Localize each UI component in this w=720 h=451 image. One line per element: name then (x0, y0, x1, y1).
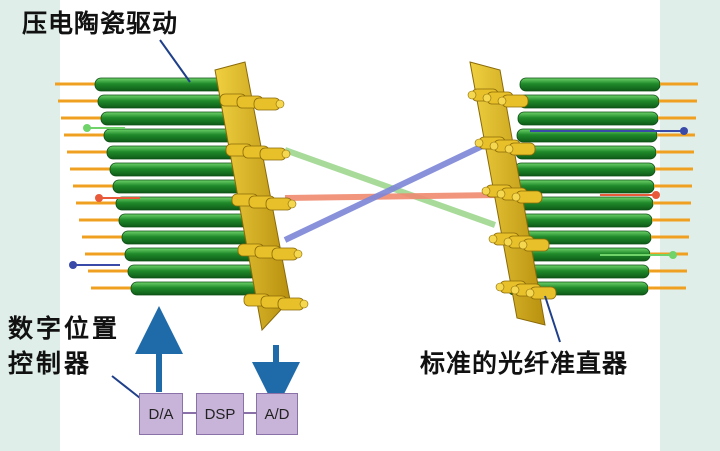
controller-leader-line (111, 375, 141, 399)
background-panel-left (0, 0, 60, 451)
fiber-tube (130, 281, 260, 296)
fiber-tube (124, 247, 256, 262)
lens-cap (503, 237, 513, 247)
lens-cap (481, 186, 491, 196)
controller-label-line2: 控制器 (8, 349, 93, 378)
lens-cap (510, 285, 520, 295)
background-panel-right (660, 0, 720, 451)
right-mounting-plate (467, 61, 557, 326)
actuator-cap (299, 299, 309, 309)
lens-cap (467, 90, 477, 100)
light-beams (283, 137, 501, 243)
lens-cap (488, 234, 498, 244)
actuator-cap (281, 149, 291, 159)
fiber-tube (519, 77, 661, 92)
controller-label-line1: 数字位置 (8, 314, 121, 343)
fiber-tube (515, 145, 657, 160)
lens-cap (496, 189, 506, 199)
output-dot-red (652, 191, 660, 199)
fiber-tube (97, 94, 238, 109)
fiber-tube (121, 230, 254, 245)
fiber-tube (118, 213, 252, 228)
fiber-tube (94, 77, 236, 92)
fiber-tube (514, 162, 656, 177)
lens-cap (474, 138, 484, 148)
fiber-tube (103, 128, 242, 143)
fiber-tube (112, 179, 248, 194)
dsp-block: DSP (196, 393, 244, 435)
output-dot-blue (680, 127, 688, 135)
beam-blue (283, 137, 497, 243)
right-fiber-array (507, 77, 698, 296)
output-dot-green (669, 251, 677, 259)
collimator-leader-line (544, 295, 561, 343)
lens-cap (525, 288, 535, 298)
left-mounting-plate (214, 61, 309, 332)
fiber-tube (109, 162, 246, 177)
lens-cap (489, 141, 499, 151)
fiber-tube (106, 145, 244, 160)
lens-cap (511, 192, 521, 202)
fiber-tube (511, 213, 653, 228)
beam-red (284, 192, 501, 201)
actuator-cap (287, 199, 297, 209)
lens-cap (495, 282, 505, 292)
lens-cap (504, 144, 514, 154)
actuator-cap (275, 99, 285, 109)
lens-cap (518, 240, 528, 250)
lens-cap (482, 93, 492, 103)
piezo-drive-label: 压电陶瓷驱动 (22, 9, 179, 38)
left-fiber-array (55, 77, 260, 296)
collimator-label: 标准的光纤准直器 (420, 349, 629, 378)
title-leader-line (159, 39, 191, 83)
fiber-tube (100, 111, 240, 126)
fiber-tube (517, 111, 659, 126)
ad-converter-block: A/D (256, 393, 298, 435)
da-converter-block: D/A (139, 393, 183, 435)
fiber-tube (518, 94, 660, 109)
lens-cap (497, 96, 507, 106)
actuator-cap (293, 249, 303, 259)
fiber-tube (127, 264, 258, 279)
